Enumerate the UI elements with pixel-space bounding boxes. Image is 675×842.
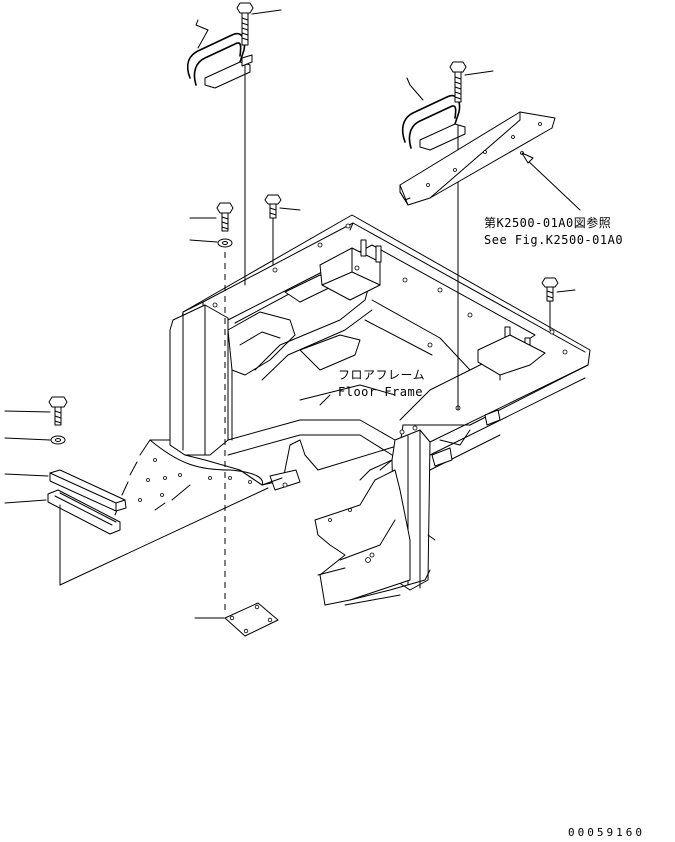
strap-plate — [4, 469, 127, 512]
bolt-mid-left — [189, 202, 234, 232]
leader-line-bracket — [317, 567, 346, 576]
reference-label-japanese: 第K2500-01A0図参照 — [484, 216, 612, 230]
floor-frame — [169, 214, 591, 606]
washer-lower-left — [4, 435, 66, 445]
floor-frame-label-japanese: フロアフレーム — [338, 368, 426, 382]
handrail-right — [401, 77, 466, 151]
drawing-number: 00059160 — [568, 826, 645, 839]
leader-line-floor-frame — [319, 394, 331, 406]
floor-frame-label-english: Floor Frame — [338, 385, 423, 399]
bolt-top-left — [236, 2, 282, 46]
bolt-top-right — [449, 61, 494, 103]
small-cover — [194, 602, 279, 637]
washer-mid-left — [189, 238, 233, 248]
bolt-lower-left — [4, 396, 68, 426]
bolt-mid-center — [264, 194, 301, 266]
reference-label-english: See Fig.K2500-01A0 — [484, 233, 624, 247]
bolt-right-side — [541, 277, 576, 331]
cover-plate — [399, 111, 581, 211]
guide-bracket — [4, 489, 121, 535]
